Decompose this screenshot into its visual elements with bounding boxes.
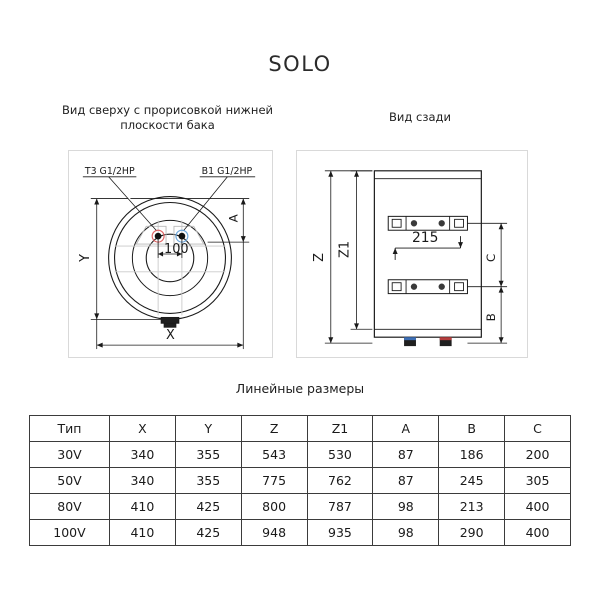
dim-b-label: B xyxy=(484,313,498,321)
rear-view-diagram: 215 Z Z1 C xyxy=(296,150,528,358)
column-header: A xyxy=(372,415,440,442)
cell-value: 87 xyxy=(372,467,440,494)
table-row: 30V 340 355 543 530 87 186 200 xyxy=(29,441,571,468)
dim-z1-label: Z1 xyxy=(338,241,353,258)
cell-value: 800 xyxy=(240,493,308,520)
cell-value: 213 xyxy=(438,493,506,520)
page-title: SOLO xyxy=(268,52,332,76)
dim-a-label: A xyxy=(226,213,240,222)
cell-value: 400 xyxy=(504,519,571,546)
dim-z-label: Z xyxy=(312,253,327,262)
cell-value: 425 xyxy=(174,519,242,546)
table-row: 50V 340 355 775 762 87 245 305 xyxy=(29,467,571,494)
rear-view-heading: Вид сзади xyxy=(389,110,451,124)
dimensions-table: Тип X Y Z Z1 A B C 30V 340 355 543 530 8… xyxy=(29,415,571,546)
cell-value: 87 xyxy=(372,441,440,468)
cell-value: 355 xyxy=(174,467,242,494)
cell-value: 787 xyxy=(306,493,374,520)
column-header: Z1 xyxy=(306,415,374,442)
column-header: X xyxy=(109,415,176,442)
cell-value: 762 xyxy=(306,467,374,494)
port-left-label: T3 G1/2HP xyxy=(84,166,135,177)
cell-value: 948 xyxy=(240,519,308,546)
port-right-label: B1 G1/2HP xyxy=(202,166,253,177)
cell-value: 305 xyxy=(504,467,571,494)
table-header-row: Тип X Y Z Z1 A B C xyxy=(29,415,571,442)
column-header: C xyxy=(504,415,571,442)
top-view-diagram: T3 G1/2HP B1 G1/2HP 100 Y X A xyxy=(68,150,273,358)
cell-value: 290 xyxy=(438,519,506,546)
cell-value: 775 xyxy=(240,467,308,494)
cell-value: 410 xyxy=(109,519,176,546)
cell-value: 98 xyxy=(372,519,440,546)
cell-value: 400 xyxy=(504,493,571,520)
cell-type: 80V xyxy=(29,493,110,520)
cell-value: 543 xyxy=(240,441,308,468)
column-header: Z xyxy=(240,415,308,442)
cell-value: 340 xyxy=(109,467,176,494)
mounting-bracket-lower xyxy=(387,279,468,295)
mounting-bracket-upper xyxy=(387,215,468,231)
column-header: Тип xyxy=(29,415,110,442)
connector-inlet xyxy=(404,337,416,347)
cell-value: 98 xyxy=(372,493,440,520)
cell-type: 30V xyxy=(29,441,110,468)
cell-value: 186 xyxy=(438,441,506,468)
bracket-span-label: 215 xyxy=(412,230,438,246)
table-row: 80V 410 425 800 787 98 213 400 xyxy=(29,493,571,520)
dim-c-label: C xyxy=(484,254,498,262)
cell-type: 50V xyxy=(29,467,110,494)
dim-x-label: X xyxy=(166,328,175,343)
cell-type: 100V xyxy=(29,519,110,546)
cell-value: 200 xyxy=(504,441,571,468)
column-header: Y xyxy=(174,415,242,442)
cell-value: 530 xyxy=(306,441,374,468)
column-header: B xyxy=(438,415,506,442)
connector-outlet xyxy=(439,337,452,347)
table-row: 100V 410 425 948 935 98 290 400 xyxy=(29,519,571,546)
cell-value: 425 xyxy=(174,493,242,520)
top-view-heading: Вид сверху с прорисовкой нижней плоскост… xyxy=(62,103,273,132)
cell-value: 935 xyxy=(306,519,374,546)
center-distance-label: 100 xyxy=(164,242,189,257)
cell-value: 355 xyxy=(174,441,242,468)
table-caption: Линейные размеры xyxy=(235,381,365,396)
cell-value: 245 xyxy=(438,467,506,494)
cell-value: 340 xyxy=(109,441,176,468)
cell-value: 410 xyxy=(109,493,176,520)
dim-y-label: Y xyxy=(78,254,93,263)
